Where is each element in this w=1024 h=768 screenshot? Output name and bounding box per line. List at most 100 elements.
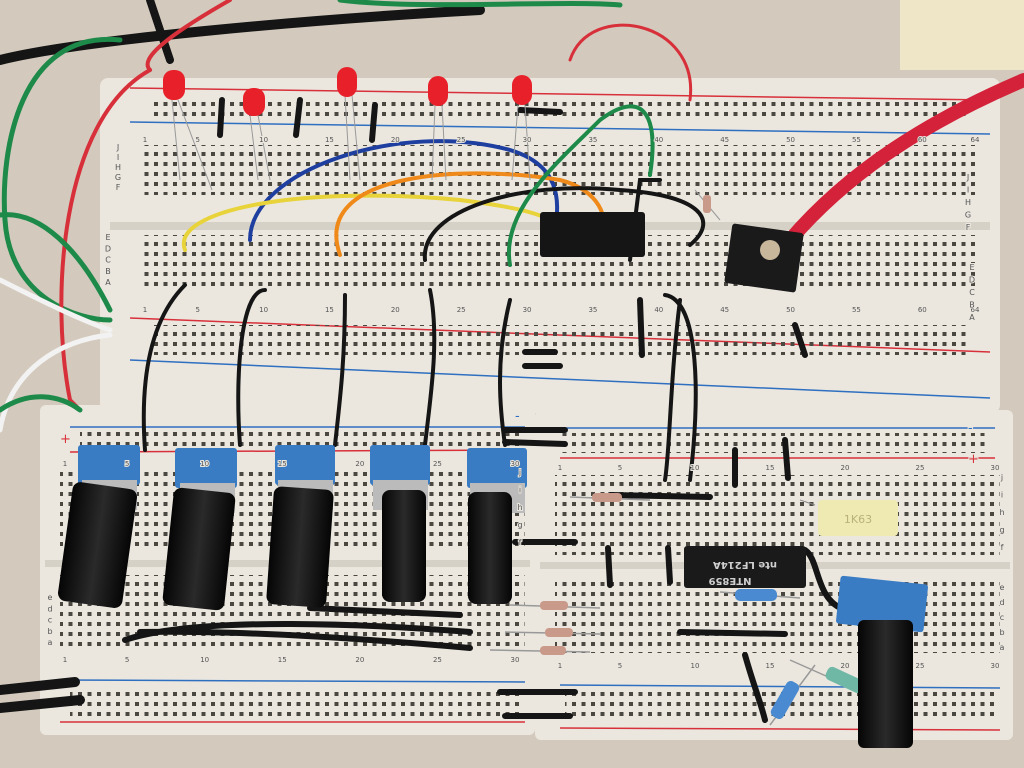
row-letter: C — [105, 256, 111, 265]
column-number: 1 — [143, 306, 147, 314]
capacitor-label: 1K63 — [844, 513, 872, 526]
column-number: 60 — [918, 136, 927, 144]
column-number: 10 — [259, 306, 268, 314]
column-number: 15 — [325, 306, 334, 314]
column-number: 1 — [63, 460, 67, 468]
row-letter: C — [969, 288, 975, 297]
ic-chip-lower — [684, 546, 806, 588]
potentiometer-2 — [162, 448, 237, 611]
led-4 — [428, 76, 448, 181]
column-number: 50 — [786, 306, 795, 314]
column-number: 10 — [691, 662, 700, 670]
led-1 — [163, 70, 213, 191]
led-3 — [337, 67, 361, 181]
column-number: 20 — [841, 464, 850, 472]
row-letter: h — [999, 508, 1004, 517]
row-letter: h — [517, 503, 522, 512]
potentiometer-1 — [57, 445, 140, 608]
row-letter: e — [48, 593, 53, 602]
column-number: 25 — [916, 464, 925, 472]
potentiometer-3 — [266, 445, 335, 608]
column-number: 20 — [841, 662, 850, 670]
column-number: 25 — [433, 656, 442, 664]
row-letter: A — [105, 278, 111, 287]
column-number: 15 — [278, 656, 287, 664]
potentiometers — [57, 445, 928, 748]
column-number: 1 — [558, 662, 562, 670]
column-number: 30 — [523, 306, 532, 314]
row-letter: E — [969, 263, 974, 272]
row-letter: c — [48, 616, 52, 625]
column-number: 30 — [511, 656, 520, 664]
column-number: 40 — [654, 136, 663, 144]
column-number: 25 — [457, 136, 466, 144]
row-letter: I — [117, 153, 119, 162]
column-number: 20 — [391, 136, 400, 144]
column-number: 15 — [766, 464, 775, 472]
column-number: 5 — [618, 662, 622, 670]
column-number: 1 — [558, 464, 562, 472]
column-number: 15 — [766, 662, 775, 670]
chip-label-part: NTE859 — [709, 575, 752, 586]
row-letter: D — [969, 276, 975, 285]
leds — [163, 67, 532, 191]
row-letter: A — [969, 313, 975, 322]
row-letter: f — [519, 538, 522, 547]
column-number: 30 — [511, 460, 520, 468]
row-letter: J — [116, 143, 119, 152]
column-number: 10 — [200, 460, 209, 468]
row-letter: i — [519, 486, 521, 495]
column-number: 55 — [852, 136, 861, 144]
column-number: 5 — [125, 460, 129, 468]
column-number: 25 — [457, 306, 466, 314]
column-number: 50 — [786, 136, 795, 144]
row-letter: j — [518, 468, 521, 477]
row-letter: f — [1001, 543, 1004, 552]
column-number: 25 — [433, 460, 442, 468]
row-letter: F — [966, 223, 971, 232]
column-number: 20 — [391, 306, 400, 314]
audio-jack — [724, 223, 804, 293]
column-number: 25 — [916, 662, 925, 670]
row-letter: j — [1000, 473, 1003, 482]
row-letter: d — [999, 598, 1004, 607]
column-number: 5 — [618, 464, 622, 472]
row-letter: c — [1000, 613, 1004, 622]
column-number: 35 — [588, 306, 597, 314]
film-capacitor — [799, 499, 898, 536]
row-letter: G — [115, 173, 121, 182]
column-number: 5 — [195, 136, 199, 144]
column-number: 10 — [691, 464, 700, 472]
plus-label: + — [968, 452, 979, 467]
row-letter: d — [47, 604, 52, 613]
column-number: 20 — [355, 656, 364, 664]
row-letter: D — [105, 244, 111, 253]
minus-label: - — [968, 421, 973, 436]
column-number: 40 — [654, 306, 663, 314]
led-2 — [243, 88, 271, 181]
row-letter: H — [965, 198, 971, 207]
row-letter: H — [115, 163, 121, 172]
row-letter: G — [965, 211, 971, 220]
minus-label: - — [515, 409, 520, 424]
ic-chip-upper — [540, 212, 645, 257]
row-letter: i — [1001, 491, 1003, 500]
row-letter: B — [969, 301, 975, 310]
column-number: 55 — [852, 306, 861, 314]
led-5 — [511, 75, 532, 181]
plus-label: + — [60, 432, 71, 447]
row-letter: B — [105, 267, 111, 276]
row-letter: b — [47, 627, 52, 636]
row-letter: J — [966, 173, 969, 182]
row-letter: F — [116, 183, 121, 192]
potentiometer-4 — [370, 445, 430, 602]
row-letter: g — [999, 526, 1004, 535]
row-letter: g — [517, 521, 522, 530]
column-number: 15 — [325, 136, 334, 144]
column-number: 30 — [991, 464, 1000, 472]
column-number: 20 — [355, 460, 364, 468]
